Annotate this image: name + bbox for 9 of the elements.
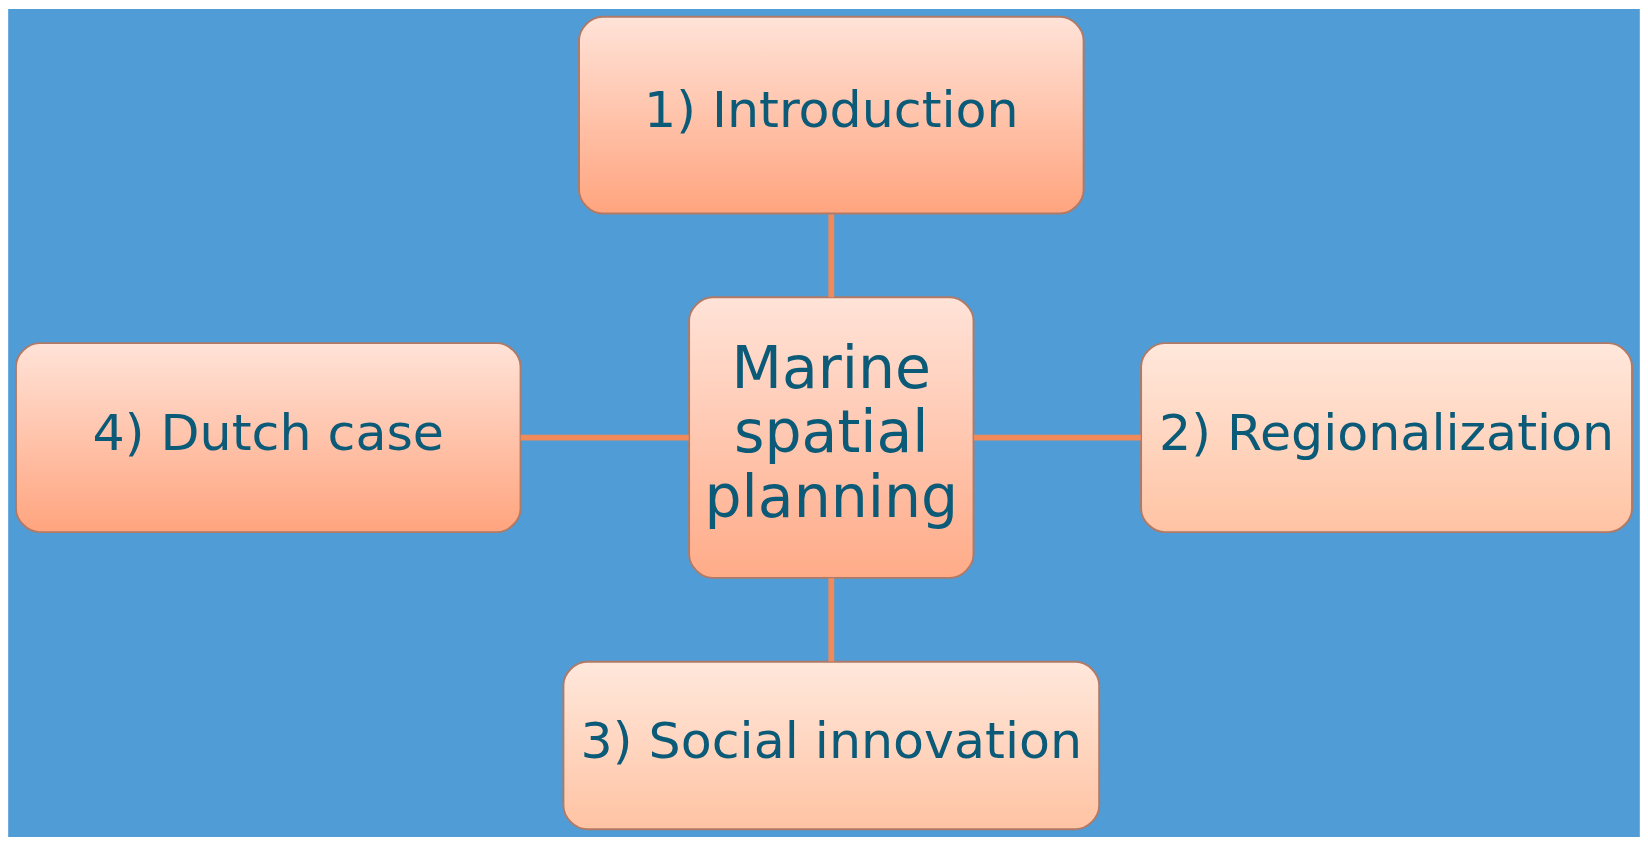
node-box: 3) Social innovation [562,660,1101,831]
connector [828,214,835,298]
connector [520,434,689,441]
node-box: Marine spatial planning [688,296,975,579]
connector [828,578,835,662]
node-box: 1) Introduction [578,15,1085,215]
node-box: 4) Dutch case [15,342,522,534]
node-box: 2) Regionalization [1140,342,1633,534]
connector [973,434,1141,441]
